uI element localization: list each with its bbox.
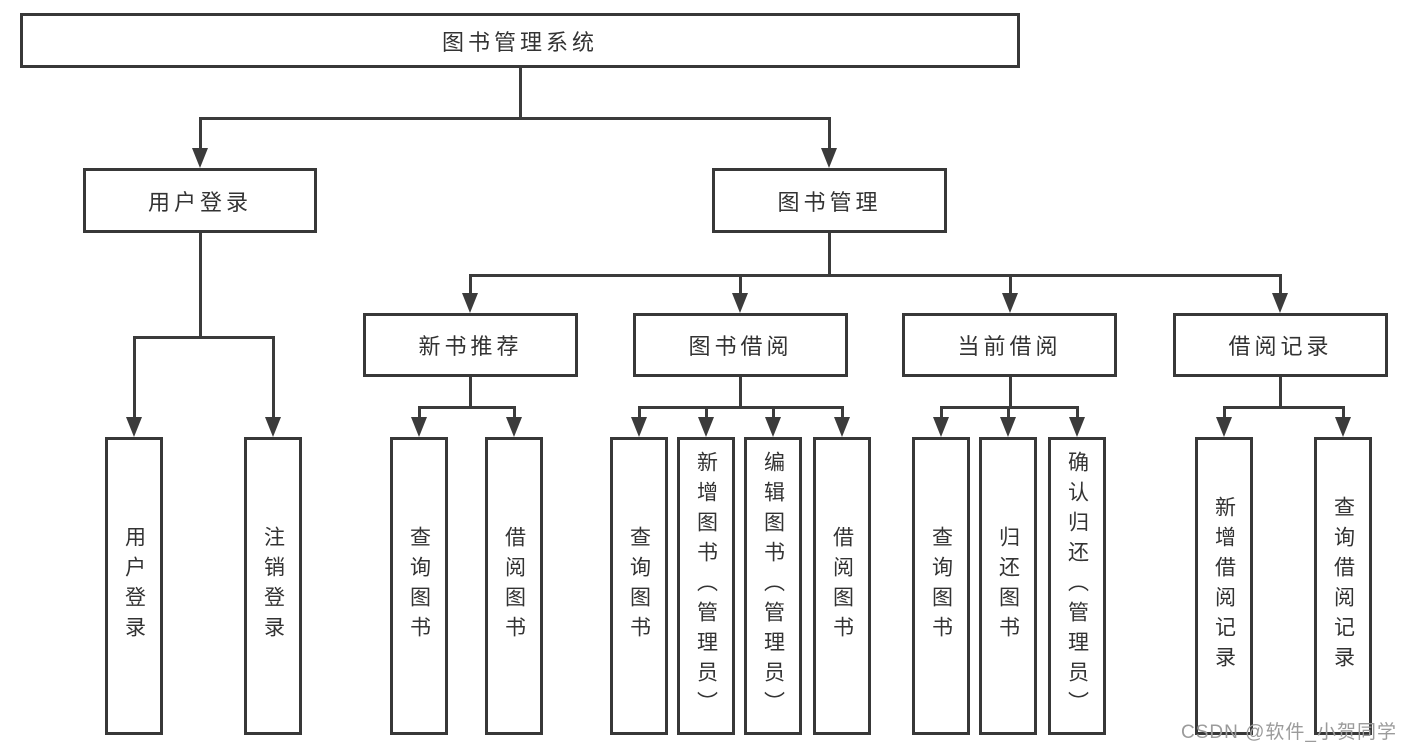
- leaf-borrow-query-book: 查询图书: [610, 437, 668, 735]
- connector-stem: [133, 336, 136, 417]
- connector-stem: [1342, 406, 1345, 417]
- leaf-borrow-query-book-label: 查询图书: [627, 526, 651, 646]
- leaf-current-return-book-label: 归还图书: [996, 526, 1020, 646]
- connector-stem: [513, 406, 516, 417]
- node-current-borrow-label: 当前借阅: [957, 334, 1062, 359]
- leaf-recommend-borrow-book-label: 借阅图书: [502, 526, 526, 646]
- connector-stem: [739, 274, 742, 293]
- leaf-logout: 注销登录: [244, 437, 302, 735]
- connector-stem: [199, 117, 202, 148]
- node-user-login-label: 用户登录: [147, 189, 252, 215]
- node-current-borrow: 当前借阅: [902, 313, 1117, 377]
- arrow-down-icon: [631, 417, 647, 437]
- arrow-down-icon: [1272, 293, 1288, 313]
- arrow-down-icon: [933, 417, 949, 437]
- arrow-down-icon: [192, 148, 208, 168]
- arrow-down-icon: [1069, 417, 1085, 437]
- connector-stem: [841, 406, 844, 417]
- connector-bar: [418, 406, 516, 409]
- connector-stem: [828, 233, 831, 277]
- connector-stem: [828, 117, 831, 148]
- node-user-login: 用户登录: [83, 168, 317, 233]
- connector-stem: [1076, 406, 1079, 417]
- connector-stem: [1279, 377, 1282, 408]
- connector-stem: [1223, 406, 1226, 417]
- connector-bar: [199, 117, 831, 120]
- arrow-down-icon: [506, 417, 522, 437]
- connector-stem: [739, 377, 742, 408]
- connector-stem: [272, 336, 275, 417]
- leaf-records-query-record: 查询借阅记录: [1314, 437, 1372, 735]
- leaf-user-login-label: 用户登录: [122, 526, 146, 646]
- connector-stem: [772, 406, 775, 417]
- leaf-recommend-query-book: 查询图书: [390, 437, 448, 735]
- leaf-records-add-record-label: 新增借阅记录: [1212, 496, 1236, 676]
- arrow-down-icon: [462, 293, 478, 313]
- leaf-borrow-borrow-book-label: 借阅图书: [830, 526, 854, 646]
- leaf-borrow-edit-book-admin: 编辑图书（管理员）: [744, 437, 802, 735]
- connector-bar: [1223, 406, 1345, 409]
- connector-bar: [133, 336, 274, 339]
- leaf-borrow-borrow-book: 借阅图书: [813, 437, 871, 735]
- connector-stem: [469, 377, 472, 408]
- connector-stem: [940, 406, 943, 417]
- leaf-recommend-borrow-book: 借阅图书: [485, 437, 543, 735]
- connector-stem: [418, 406, 421, 417]
- leaf-borrow-add-book-admin: 新增图书（管理员）: [677, 437, 735, 735]
- node-new-book-recommend: 新书推荐: [363, 313, 578, 377]
- connector-stem: [638, 406, 641, 417]
- connector-stem: [1279, 274, 1282, 293]
- watermark: CSDN @软件_小贺同学: [1181, 722, 1397, 743]
- arrow-down-icon: [1000, 417, 1016, 437]
- arrow-down-icon: [1335, 417, 1351, 437]
- leaf-recommend-query-book-label: 查询图书: [407, 526, 431, 646]
- node-root: 图书管理系统: [20, 13, 1020, 68]
- arrow-down-icon: [265, 417, 281, 437]
- arrow-down-icon: [1216, 417, 1232, 437]
- connector-stem: [469, 274, 472, 293]
- leaf-current-confirm-return-admin-label: 确认归还（管理员）: [1065, 451, 1089, 721]
- arrow-down-icon: [698, 417, 714, 437]
- connector-stem: [705, 406, 708, 417]
- node-borrow-records: 借阅记录: [1173, 313, 1388, 377]
- leaf-current-confirm-return-admin: 确认归还（管理员）: [1048, 437, 1106, 735]
- arrow-down-icon: [411, 417, 427, 437]
- node-book-borrow-label: 图书借阅: [688, 334, 793, 359]
- leaf-records-add-record: 新增借阅记录: [1195, 437, 1253, 735]
- arrow-down-icon: [1002, 293, 1018, 313]
- leaf-current-query-book-label: 查询图书: [929, 526, 953, 646]
- arrow-down-icon: [126, 417, 142, 437]
- arrow-down-icon: [834, 417, 850, 437]
- leaf-current-query-book: 查询图书: [912, 437, 970, 735]
- leaf-borrow-edit-book-admin-label: 编辑图书（管理员）: [761, 451, 785, 721]
- connector-stem: [519, 68, 522, 120]
- node-new-book-recommend-label: 新书推荐: [418, 334, 523, 359]
- connector-stem: [1009, 377, 1012, 408]
- connector-bar: [638, 406, 844, 409]
- node-book-management: 图书管理: [712, 168, 947, 233]
- connector-bar: [469, 274, 1281, 277]
- leaf-logout-label: 注销登录: [261, 526, 285, 646]
- leaf-user-login: 用户登录: [105, 437, 163, 735]
- arrow-down-icon: [732, 293, 748, 313]
- leaf-current-return-book: 归还图书: [979, 437, 1037, 735]
- node-book-borrow: 图书借阅: [633, 313, 848, 377]
- connector-stem: [199, 233, 202, 339]
- arrow-down-icon: [821, 148, 837, 168]
- arrow-down-icon: [765, 417, 781, 437]
- node-book-management-label: 图书管理: [777, 189, 882, 215]
- node-root-label: 图书管理系统: [441, 29, 598, 55]
- leaf-borrow-add-book-admin-label: 新增图书（管理员）: [694, 451, 718, 721]
- connector-stem: [1009, 274, 1012, 293]
- node-borrow-records-label: 借阅记录: [1228, 334, 1333, 359]
- leaf-records-query-record-label: 查询借阅记录: [1331, 496, 1355, 676]
- connector-stem: [1007, 406, 1010, 417]
